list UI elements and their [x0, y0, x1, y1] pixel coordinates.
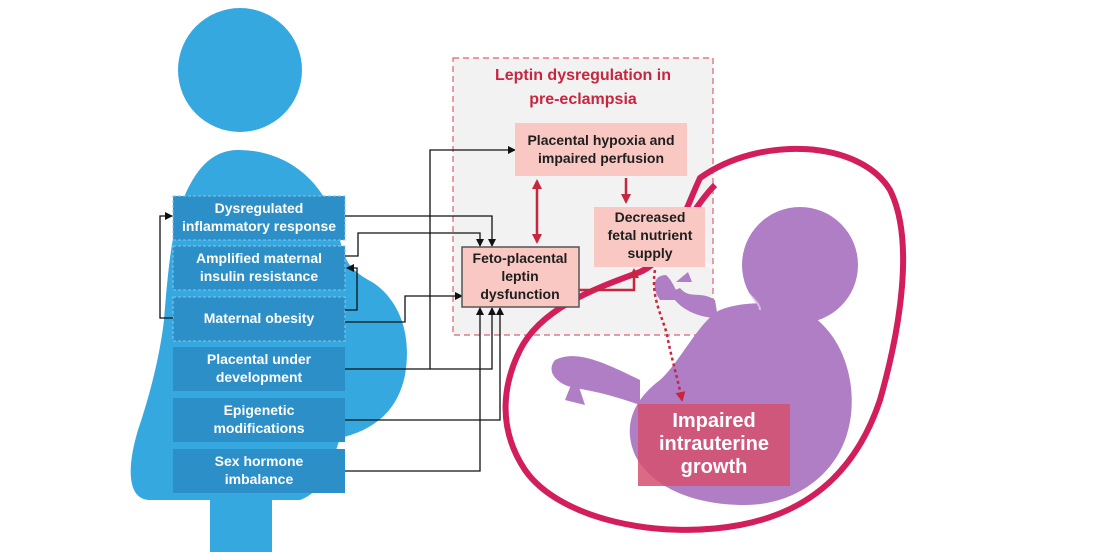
- connector-placenta-to-leptin: [430, 307, 496, 370]
- connector-hormone-to-leptin: [345, 307, 484, 472]
- factor-maternal-obesity: Maternal obesity: [172, 296, 346, 342]
- factor-label-line2: inflammatory response: [182, 218, 336, 234]
- factor-label-line1: Epigenetic: [224, 402, 295, 418]
- factor-label-line1: Maternal obesity: [204, 310, 315, 326]
- factor-label-line2: development: [216, 369, 303, 385]
- box-feto-placental-leptin-dysfunction: Feto-placental leptin dysfunction: [461, 246, 580, 308]
- box-label-line3: dysfunction: [480, 286, 559, 302]
- box-label-line2: fetal nutrient: [608, 227, 693, 243]
- arrow-nutrient-to-growth: [652, 269, 686, 402]
- factor-label-line2: insulin resistance: [200, 268, 318, 284]
- box-impaired-intrauterine-growth: Impaired intrauterine growth: [638, 404, 790, 486]
- factor-label-line1: Dysregulated: [215, 200, 304, 216]
- connector-placenta-to-hypoxia: [345, 146, 516, 370]
- factor-label-line1: Amplified maternal: [196, 250, 322, 266]
- box-label-line3: growth: [681, 456, 748, 478]
- connector-insulin-to-leptin: [345, 232, 484, 257]
- factor-label-line1: Placental under: [207, 351, 312, 367]
- region-title-line2: pre-eclampsia: [529, 91, 637, 108]
- connector-obesity-to-insulin: [345, 264, 358, 311]
- factor-label-line2: modifications: [213, 420, 304, 436]
- region-title-line1: Leptin dysregulation in: [495, 67, 671, 84]
- connector-epigenetic-to-leptin: [345, 307, 504, 421]
- connector-obesity-to-leptin: [345, 292, 463, 323]
- box-label-line1: Feto-placental: [473, 250, 568, 266]
- factor-amplified-maternal-insulin-resistance: Amplified maternal insulin resistance: [172, 245, 346, 291]
- box-label-line1: Impaired: [672, 410, 755, 432]
- red-arrows: [532, 178, 686, 402]
- connector-lines: [159, 146, 516, 472]
- factor-dysregulated-inflammatory-response: Dysregulated inflammatory response: [172, 195, 346, 241]
- box-label-line3: supply: [627, 245, 672, 261]
- box-placental-hypoxia: Placental hypoxia and impaired perfusion: [515, 123, 687, 176]
- arrow-leptin-to-nutrient: [579, 268, 639, 292]
- box-label-line2: impaired perfusion: [538, 150, 664, 166]
- factor-epigenetic-modifications: Epigenetic modifications: [173, 398, 345, 442]
- factor-label-line1: Sex hormone: [215, 453, 304, 469]
- connector-inflammation-to-leptin: [345, 215, 496, 247]
- box-label-line1: Decreased: [615, 209, 686, 225]
- connector-obesity-to-inflammation: [159, 212, 173, 319]
- factor-placental-under-development: Placental under development: [173, 347, 345, 391]
- box-label-line2: leptin: [501, 268, 538, 284]
- box-decreased-fetal-nutrient-supply: Decreased fetal nutrient supply: [594, 207, 705, 267]
- box-label-line2: intrauterine: [659, 433, 769, 455]
- factor-sex-hormone-imbalance: Sex hormone imbalance: [173, 449, 345, 493]
- box-label-line1: Placental hypoxia and: [527, 132, 674, 148]
- factor-label-line2: imbalance: [225, 471, 294, 487]
